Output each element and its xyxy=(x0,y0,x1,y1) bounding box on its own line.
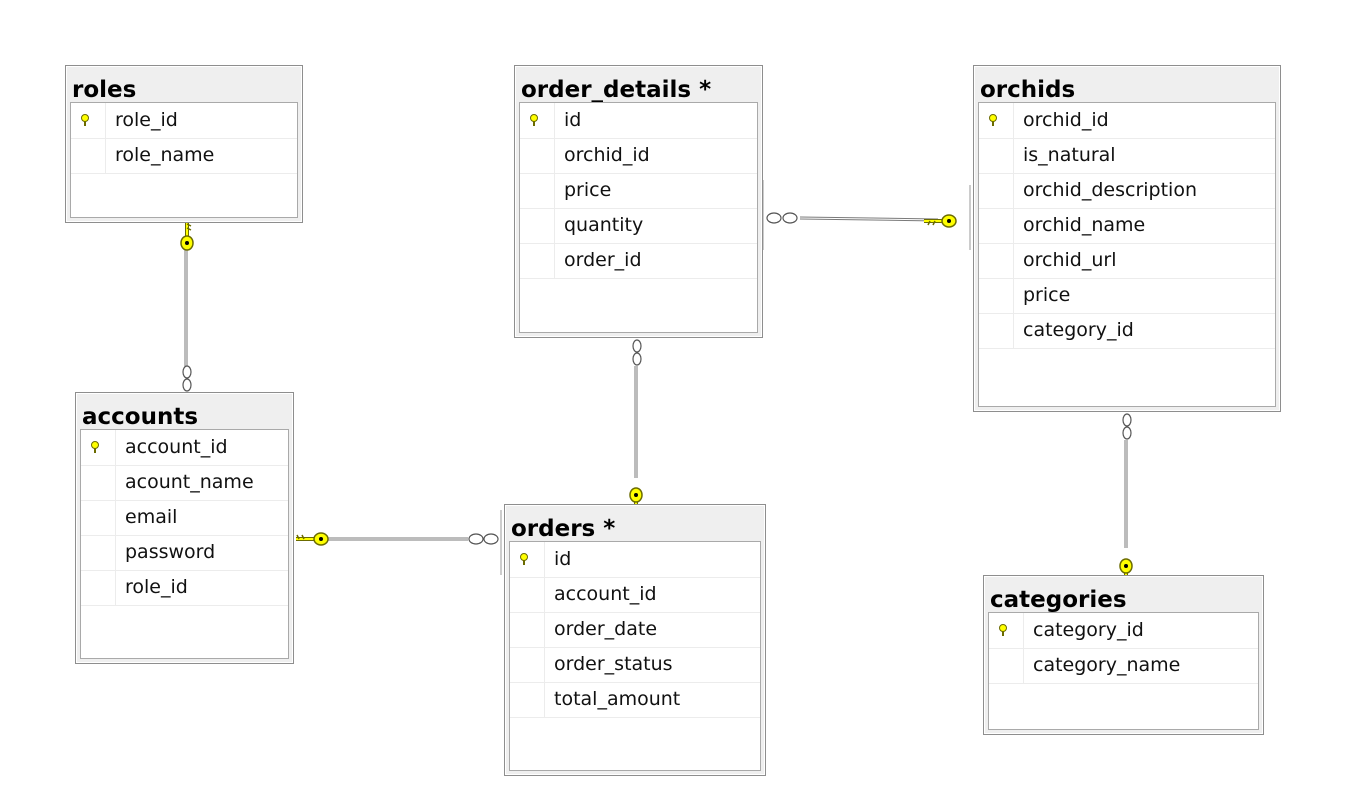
column-row[interactable]: orchid_url xyxy=(979,243,1275,279)
column-row[interactable]: total_amount xyxy=(510,682,760,718)
column-name: category_id xyxy=(1033,619,1144,641)
column-row[interactable]: order_status xyxy=(510,647,760,683)
column-row[interactable]: role_id xyxy=(71,103,297,139)
table-title: roles xyxy=(72,77,137,103)
table-orchids[interactable]: orchids orchid_id is_natural orchid_desc… xyxy=(973,65,1281,412)
table-categories[interactable]: categories category_id category_name xyxy=(983,575,1264,735)
column-name: id xyxy=(554,548,572,570)
primary-key-icon xyxy=(530,114,538,126)
column-name: account_id xyxy=(125,436,228,458)
column-name: order_date xyxy=(554,618,658,640)
column-row[interactable]: orchid_id xyxy=(520,138,757,174)
column-name: orchid_name xyxy=(1023,214,1146,236)
table-orders[interactable]: orders * id account_id order_date order_… xyxy=(504,504,766,776)
primary-key-icon xyxy=(520,553,528,565)
column-name: id xyxy=(564,109,582,131)
column-name: acount_name xyxy=(125,471,254,493)
table-title: orders * xyxy=(511,516,616,542)
table-title: orchids xyxy=(980,77,1076,103)
column-name: total_amount xyxy=(554,688,681,710)
column-row[interactable]: price xyxy=(979,278,1275,314)
column-row[interactable]: orchid_name xyxy=(979,208,1275,244)
column-name: account_id xyxy=(554,583,657,605)
relationship-order-details-orchids[interactable] xyxy=(762,180,971,250)
column-grid: id account_id order_date order_status to… xyxy=(509,541,761,771)
column-row[interactable]: order_date xyxy=(510,612,760,648)
column-row[interactable]: orchid_description xyxy=(979,173,1275,209)
column-row[interactable]: role_name xyxy=(71,138,297,174)
column-row[interactable]: orchid_id xyxy=(979,103,1275,139)
table-accounts[interactable]: accounts account_id acount_name email pa… xyxy=(75,392,294,664)
column-row[interactable]: email xyxy=(81,500,288,536)
relationship-orchids-categories[interactable] xyxy=(1118,413,1134,589)
column-name: orchid_url xyxy=(1023,249,1117,271)
column-grid: id orchid_id price quantity order_id xyxy=(519,102,758,333)
relationship-order-details-orders[interactable] xyxy=(628,339,644,518)
column-row[interactable]: is_natural xyxy=(979,138,1275,174)
column-row[interactable]: id xyxy=(510,542,760,578)
column-row[interactable]: password xyxy=(81,535,288,571)
relationship-accounts-orders[interactable] xyxy=(291,510,502,575)
table-title: categories xyxy=(990,587,1127,613)
one-end-key-icon xyxy=(179,220,195,252)
column-name: email xyxy=(125,506,178,528)
column-name: price xyxy=(564,179,612,201)
column-name: price xyxy=(1023,284,1071,306)
column-row[interactable]: account_id xyxy=(510,577,760,613)
one-end-key-icon xyxy=(294,531,330,547)
column-name: orchid_id xyxy=(564,144,650,166)
column-name: quantity xyxy=(564,214,644,236)
column-grid: role_id role_name xyxy=(70,102,298,218)
column-name: category_name xyxy=(1033,654,1181,676)
column-row[interactable]: price xyxy=(520,173,757,209)
column-name: password xyxy=(125,541,216,563)
column-name: orchid_id xyxy=(1023,109,1109,131)
column-name: order_status xyxy=(554,653,673,675)
primary-key-icon xyxy=(81,114,89,126)
column-row[interactable]: acount_name xyxy=(81,465,288,501)
relationship-roles-accounts[interactable] xyxy=(179,220,195,392)
column-row[interactable]: id xyxy=(520,103,757,139)
column-name: role_id xyxy=(115,109,178,131)
column-grid: orchid_id is_natural orchid_description … xyxy=(978,102,1276,407)
column-row[interactable]: role_id xyxy=(81,570,288,606)
column-grid: category_id category_name xyxy=(988,612,1259,730)
column-name: role_name xyxy=(115,144,215,166)
table-title: accounts xyxy=(82,404,199,430)
column-name: order_id xyxy=(564,249,642,271)
table-title: order_details * xyxy=(521,77,712,103)
column-row[interactable]: category_name xyxy=(989,648,1258,684)
column-row[interactable]: order_id xyxy=(520,243,757,279)
one-end-key-icon xyxy=(922,213,958,229)
column-row[interactable]: category_id xyxy=(979,313,1275,349)
column-row[interactable]: category_id xyxy=(989,613,1258,649)
column-name: category_id xyxy=(1023,319,1134,341)
column-row[interactable]: quantity xyxy=(520,208,757,244)
primary-key-icon xyxy=(999,624,1007,636)
table-roles[interactable]: roles role_id role_name xyxy=(65,65,303,223)
table-order-details[interactable]: order_details * id orchid_id price quant… xyxy=(514,65,763,338)
column-name: is_natural xyxy=(1023,144,1116,166)
column-name: role_id xyxy=(125,576,188,598)
primary-key-icon xyxy=(989,114,997,126)
column-row[interactable]: account_id xyxy=(81,430,288,466)
primary-key-icon xyxy=(91,441,99,453)
column-name: orchid_description xyxy=(1023,179,1197,201)
column-grid: account_id acount_name email password ro… xyxy=(80,429,289,659)
